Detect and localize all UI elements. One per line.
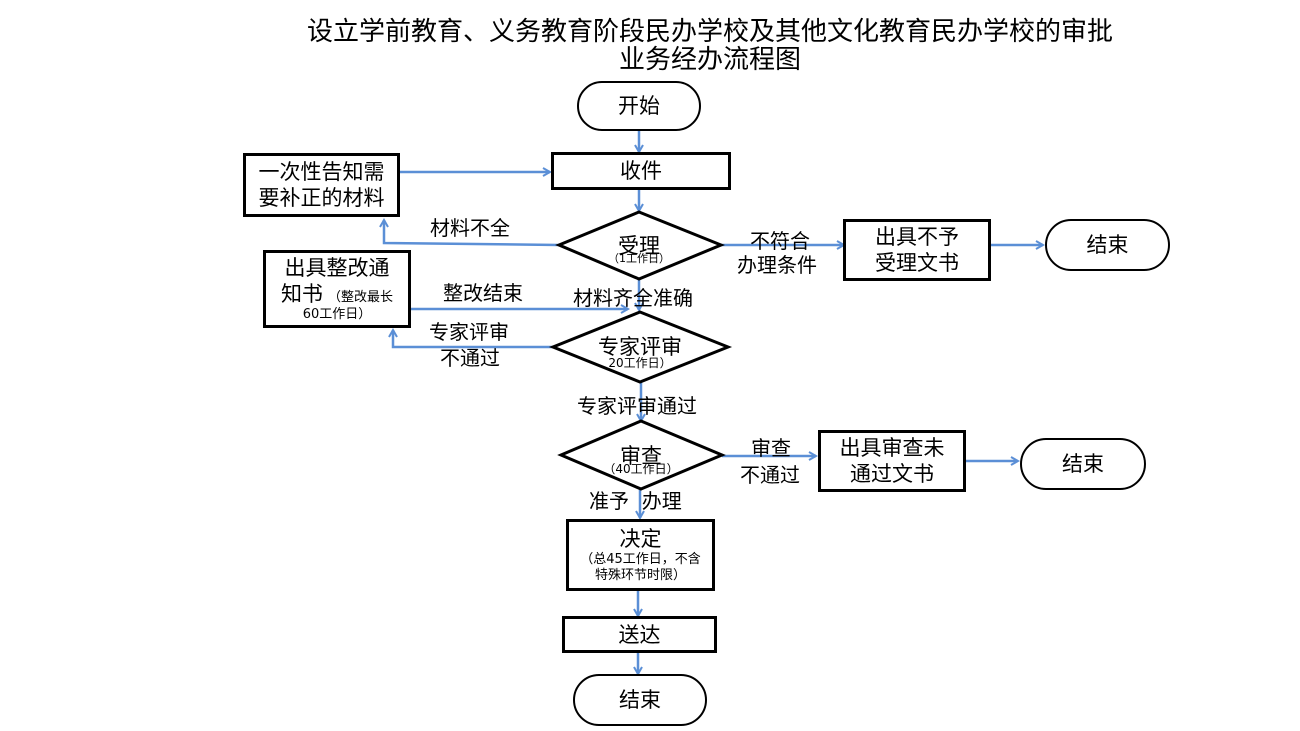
accept-node[interactable]: 受理 （1工作日）	[589, 233, 689, 264]
label-not-eligible-1: 不符合	[750, 229, 810, 253]
decision-note2: 特殊环节时限）	[594, 568, 686, 583]
notify-line1: 一次性告知需	[258, 160, 385, 184]
edge-expert-rectify	[393, 330, 553, 349]
expert-review-diamond	[548, 310, 733, 384]
start-node[interactable]: 开始	[577, 81, 701, 131]
receive-node[interactable]: 收件	[551, 152, 731, 190]
edge-accept-notify	[384, 220, 560, 247]
reject-line2: 受理文书	[875, 251, 959, 275]
label-rectify-done: 整改结束	[443, 281, 523, 305]
notify-materials-node[interactable]: 一次性告知需 要补正的材料	[243, 153, 400, 217]
label-expert-fail-2: 不通过	[440, 346, 500, 370]
decision-node[interactable]: 决定 （总45工作日，不含 特殊环节时限）	[566, 519, 715, 591]
decision-note1: （总45工作日，不含	[580, 552, 701, 567]
end-node-2[interactable]: 结束	[1020, 438, 1146, 490]
label-expert-pass: 专家评审通过	[577, 394, 697, 418]
rectify-note1: （整改最长	[328, 290, 394, 305]
accept-diamond	[555, 210, 725, 281]
receive-label: 收件	[620, 159, 662, 183]
reject-doc-node[interactable]: 出具不予 受理文书	[843, 219, 991, 281]
rectify-line1: 出具整改通	[284, 256, 390, 280]
label-not-eligible-2: 办理条件	[737, 253, 817, 277]
reject-line1: 出具不予	[875, 225, 959, 249]
rectify-notice-node[interactable]: 出具整改通 知书 （整改最长 60工作日）	[263, 250, 411, 328]
accept-sub: （1工作日）	[608, 252, 670, 265]
fail-doc-node[interactable]: 出具审查未 通过文书	[818, 430, 966, 492]
fail-line1: 出具审查未	[839, 436, 945, 460]
label-approve: 准予 办理	[589, 489, 682, 513]
page-title: 设立学前教育、义务教育阶段民办学校及其他文化教育民办学校的审批	[306, 17, 1113, 47]
end2-label: 结束	[1062, 452, 1104, 476]
rectify-note2: 60工作日）	[302, 307, 372, 322]
examine-node[interactable]: 审查 （40工作日）	[581, 443, 701, 475]
label-complete: 材料齐全准确	[573, 286, 693, 310]
decision-label: 决定	[619, 527, 662, 551]
rectify-line2: 知书	[280, 282, 323, 306]
accept-label: 受理	[618, 234, 660, 258]
expert-review-node[interactable]: 专家评审 20工作日）	[580, 334, 700, 369]
label-expert-fail-1: 专家评审	[429, 320, 509, 344]
end-node-3[interactable]: 结束	[573, 674, 707, 726]
deliver-node[interactable]: 送达	[562, 616, 717, 653]
fail-line2: 通过文书	[850, 462, 934, 486]
label-exam-fail-1: 审查	[751, 436, 791, 460]
end3-label: 结束	[619, 688, 661, 712]
label-exam-fail-2: 不通过	[740, 463, 800, 487]
start-label: 开始	[618, 94, 660, 118]
end1-label: 结束	[1086, 233, 1129, 257]
examine-diamond	[557, 419, 726, 491]
examine-label: 审查	[620, 444, 662, 468]
page-subtitle: 业务经办流程图	[618, 45, 801, 75]
deliver-label: 送达	[618, 622, 661, 647]
label-incomplete: 材料不全	[430, 216, 510, 240]
end-node-1[interactable]: 结束	[1045, 219, 1170, 271]
expert-review-label: 专家评审	[598, 335, 682, 359]
examine-sub: （40工作日）	[603, 462, 679, 476]
notify-line2: 要补正的材料	[258, 186, 385, 210]
expert-review-sub: 20工作日）	[608, 356, 672, 370]
